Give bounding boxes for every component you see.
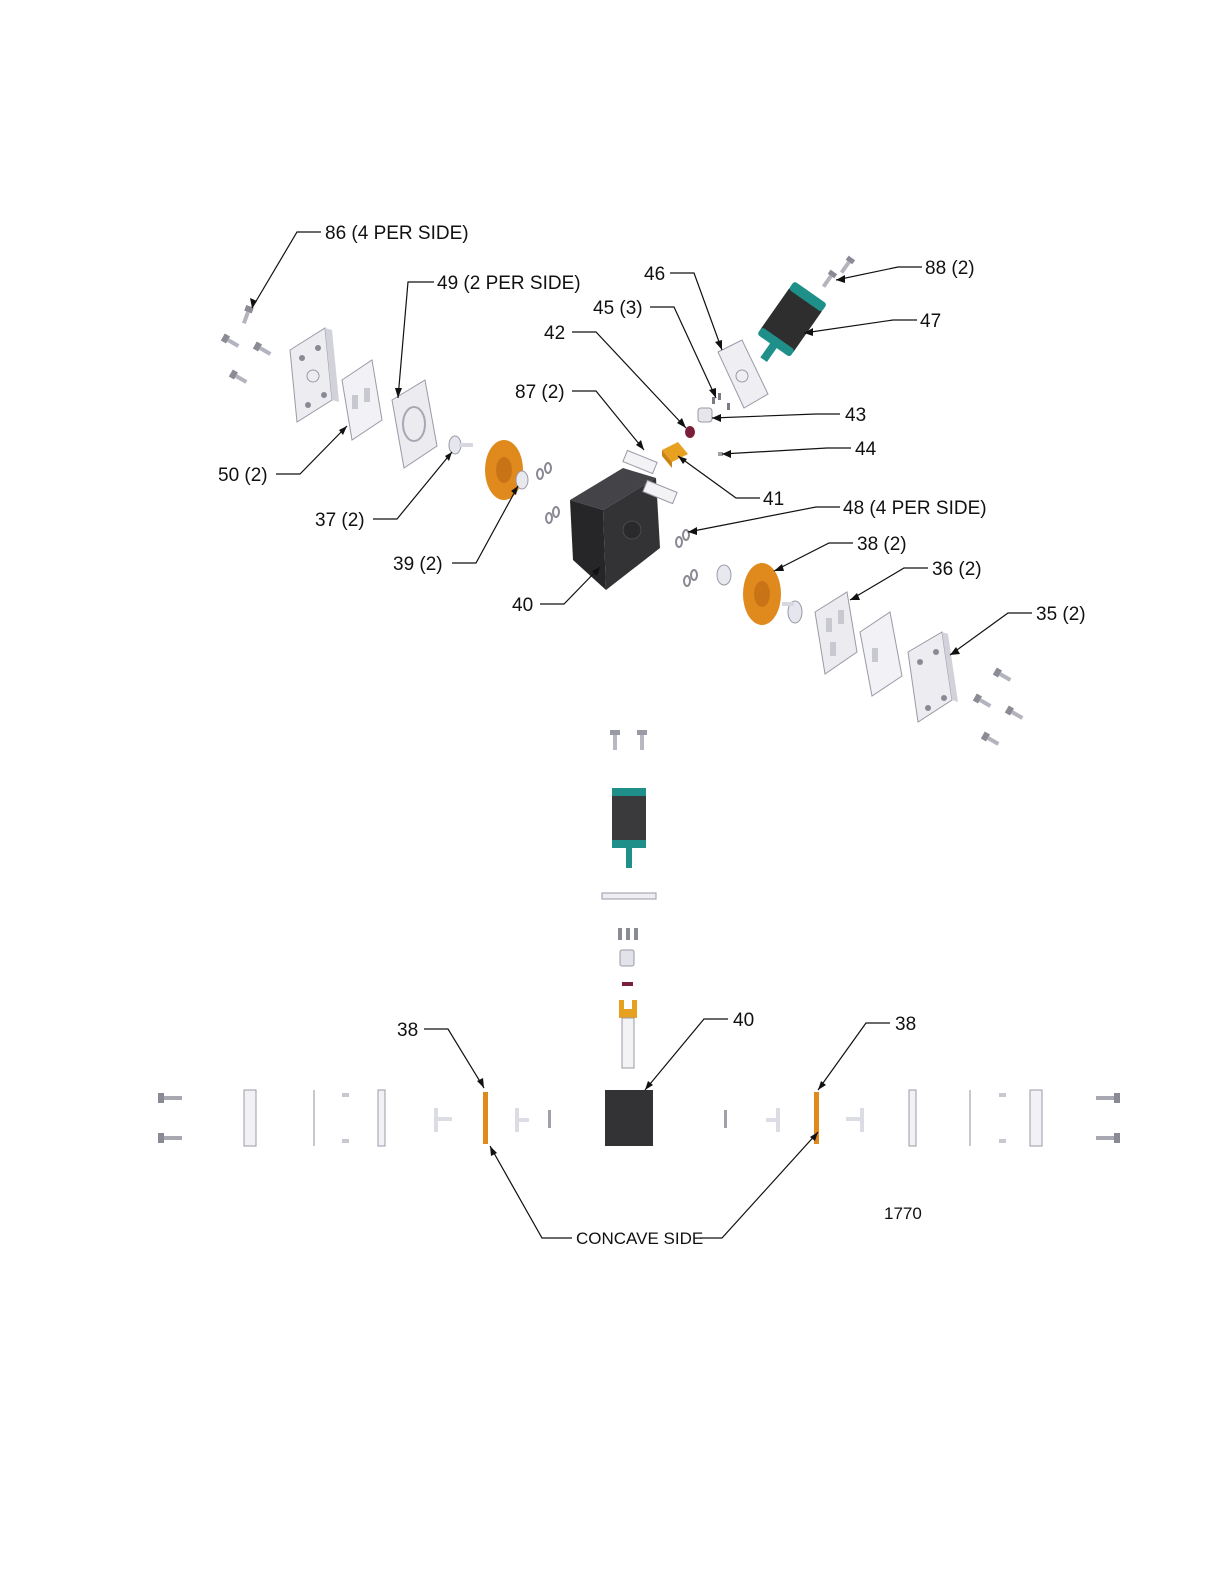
isometric-view: 86 (4 PER SIDE) 49 (2 PER SIDE) 46 88 (2… (218, 223, 1086, 747)
side-main-block-40 (605, 1090, 653, 1146)
right-orings (676, 530, 697, 586)
callout-86: 86 (4 PER SIDE) (325, 223, 469, 244)
callout-46: 46 (644, 264, 665, 285)
left-diaphragm (485, 440, 523, 500)
side-valve-43 (620, 950, 634, 966)
left-screws-86 (221, 305, 273, 385)
callout-39: 39 (2) (393, 554, 443, 575)
callout-45: 45 (3) (593, 298, 643, 319)
callout-35: 35 (2) (1036, 604, 1086, 625)
side-left-gasket-b (342, 1093, 349, 1143)
side-solenoid-47 (612, 788, 646, 868)
iso-leader-lines (250, 232, 1032, 655)
seal-42 (685, 426, 695, 438)
side-left-piston-cap (515, 1108, 529, 1132)
side-left-piston (434, 1108, 452, 1132)
right-gasket (860, 612, 902, 696)
right-valve-plate-36 (815, 592, 857, 674)
right-screws (973, 668, 1025, 748)
screws-88 (820, 256, 855, 289)
cover-plate-46 (718, 340, 768, 408)
side-seal-42 (622, 982, 633, 986)
side-screws-45 (618, 928, 638, 940)
drawing-number: 1770 (884, 1204, 922, 1223)
side-left-end-plate (244, 1090, 256, 1146)
callout-88: 88 (2) (925, 258, 975, 279)
callout-44: 44 (855, 439, 877, 460)
callout-42: 42 (544, 323, 565, 344)
valve-43 (698, 408, 712, 422)
right-diaphragm (743, 563, 781, 625)
side-right-end-plate (1030, 1090, 1042, 1146)
callout-47: 47 (920, 311, 941, 332)
iso-callout-labels: 86 (4 PER SIDE) 49 (2 PER SIDE) 46 88 (2… (218, 223, 1086, 625)
side-shuttle-41 (619, 1000, 637, 1018)
right-piston (782, 601, 802, 623)
shuttle-41 (662, 442, 688, 468)
left-orings (537, 463, 559, 523)
left-piston-37 (449, 436, 473, 454)
side-callout-labels: 38 40 38 CONCAVE SIDE 1770 (397, 1010, 922, 1248)
side-left-diaphragm (483, 1092, 488, 1144)
callout-41: 41 (763, 489, 784, 510)
side-leader-lines (424, 1019, 890, 1238)
side-right-oring (724, 1110, 727, 1128)
right-end-plate-35 (908, 632, 958, 722)
callout-side-40: 40 (733, 1010, 754, 1031)
side-left-valve-plate (378, 1090, 385, 1146)
callout-87: 87 (2) (515, 382, 565, 403)
side-right-gasket-b (999, 1093, 1006, 1143)
concave-side-label: CONCAVE SIDE (576, 1229, 703, 1248)
callout-36: 36 (2) (932, 559, 982, 580)
side-left-screws (158, 1093, 182, 1143)
callout-37: 37 (2) (315, 510, 365, 531)
callout-48: 48 (4 PER SIDE) (843, 498, 987, 519)
side-right-piston-cap (766, 1108, 780, 1132)
side-right-valve-plate (909, 1090, 916, 1146)
left-gasket-50 (342, 360, 382, 440)
side-view: 38 40 38 CONCAVE SIDE 1770 (158, 730, 1120, 1248)
side-pin-87 (622, 1018, 634, 1068)
callout-38: 38 (2) (857, 534, 907, 555)
side-screws-88 (610, 730, 647, 750)
callout-side-38-left: 38 (397, 1020, 418, 1041)
side-right-screws (1096, 1093, 1120, 1143)
side-left-oring (548, 1110, 551, 1128)
callout-49: 49 (2 PER SIDE) (437, 273, 581, 294)
callout-side-38-right: 38 (895, 1014, 916, 1035)
right-piston-cap (717, 565, 731, 585)
callout-40: 40 (512, 595, 533, 616)
callout-43: 43 (845, 405, 866, 426)
callout-50: 50 (2) (218, 465, 268, 486)
side-cover-plate-46 (602, 893, 656, 899)
solenoid-47 (747, 281, 827, 371)
left-end-plate (290, 328, 339, 422)
side-right-piston (846, 1108, 864, 1132)
